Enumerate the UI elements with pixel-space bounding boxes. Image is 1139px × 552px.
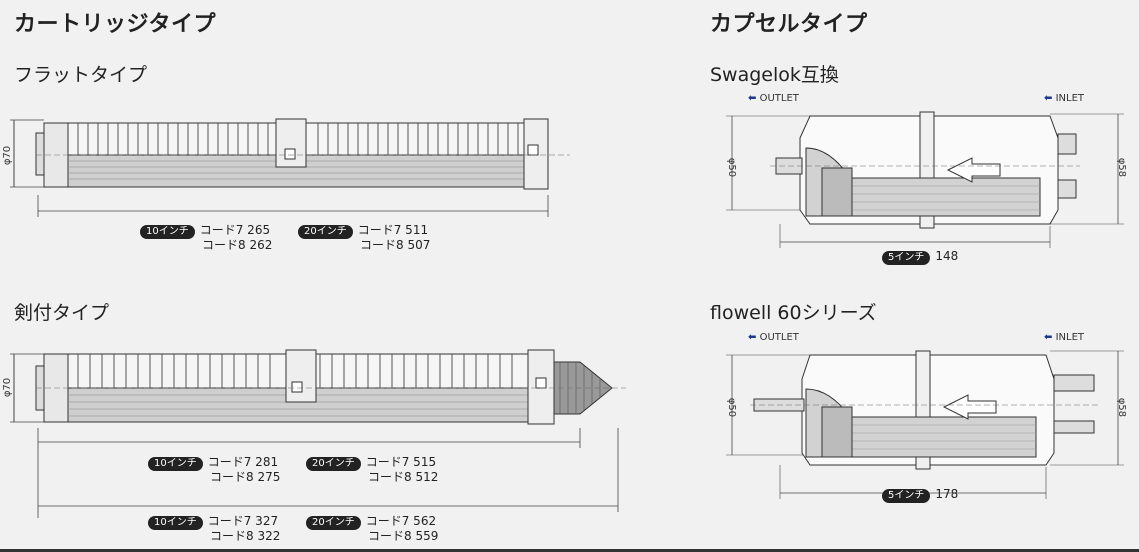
size-badge: 20インチ bbox=[306, 516, 361, 530]
sword-spec-b-20: 20インチコード7 562 コード8 559 bbox=[306, 515, 438, 543]
size-badge: 5インチ bbox=[882, 489, 931, 503]
flowell-length: 5インチ 178 bbox=[882, 488, 958, 503]
left-arrow-icon: ⬅ bbox=[748, 93, 757, 104]
code-value: コード7 511 bbox=[357, 223, 429, 237]
code-value: コード8 507 bbox=[360, 238, 431, 252]
sword-spec-b-10: 10インチコード7 327 コード8 322 bbox=[148, 515, 280, 543]
code-value: コード7 515 bbox=[365, 455, 437, 469]
swagelok-inlet-label: ⬅ INLET bbox=[1044, 93, 1085, 104]
code-value: コード7 562 bbox=[365, 514, 437, 528]
code-value: コード7 265 bbox=[199, 223, 271, 237]
size-badge: 10インチ bbox=[148, 457, 203, 471]
left-arrow-icon: ⬅ bbox=[1044, 332, 1053, 343]
length-value: 148 bbox=[935, 249, 959, 263]
swagelok-outlet-label: ⬅ OUTLET bbox=[748, 93, 799, 104]
left-arrow-icon: ⬅ bbox=[748, 332, 757, 343]
sword-diameter-label: φ70 bbox=[2, 377, 14, 398]
sword-spec-a-20: 20インチコード7 515 コード8 512 bbox=[306, 456, 438, 484]
bottom-rule bbox=[0, 549, 1139, 552]
size-badge: 20インチ bbox=[298, 225, 353, 239]
code-value: コード8 559 bbox=[368, 529, 439, 543]
left-arrow-icon: ⬅ bbox=[1044, 93, 1053, 104]
code-value: コード7 281 bbox=[207, 455, 279, 469]
swagelok-dia-right: φ58 bbox=[1116, 157, 1128, 178]
flat-cartridge-drawing bbox=[10, 118, 570, 217]
swagelok-capsule-drawing bbox=[726, 111, 1124, 248]
flowell-dia-left: φ50 bbox=[726, 397, 738, 418]
code-value: コード8 322 bbox=[210, 529, 281, 543]
code-value: コード8 512 bbox=[368, 470, 439, 484]
sword-type-title: 剣付タイプ bbox=[14, 302, 110, 324]
flat-spec-10: 10インチコード7 265 コード8 262 bbox=[140, 224, 272, 252]
code-value: コード7 327 bbox=[207, 514, 279, 528]
capsule-type-heading: カプセルタイプ bbox=[710, 12, 868, 37]
size-badge: 10インチ bbox=[140, 225, 195, 239]
cartridge-type-heading: カートリッジタイプ bbox=[14, 12, 217, 37]
size-badge: 20インチ bbox=[306, 457, 361, 471]
flat-diameter-label: φ70 bbox=[2, 145, 14, 166]
code-value: コード8 262 bbox=[202, 238, 273, 252]
sword-spec-a-10: 10インチコード7 281 コード8 275 bbox=[148, 456, 280, 484]
flowell-inlet-label: ⬅ INLET bbox=[1044, 332, 1085, 343]
swagelok-length: 5インチ 148 bbox=[882, 250, 958, 265]
swagelok-dia-left: φ50 bbox=[726, 157, 738, 178]
size-badge: 10インチ bbox=[148, 516, 203, 530]
size-badge: 5インチ bbox=[882, 251, 931, 265]
swagelok-title: Swagelok互換 bbox=[710, 64, 839, 86]
flat-type-title: フラットタイプ bbox=[14, 64, 148, 86]
flowell-dia-right: φ58 bbox=[1116, 397, 1128, 418]
flat-spec-20: 20インチコード7 511 コード8 507 bbox=[298, 224, 430, 252]
flowell-capsule-drawing bbox=[726, 350, 1124, 499]
length-value: 178 bbox=[935, 487, 959, 501]
code-value: コード8 275 bbox=[210, 470, 281, 484]
flowell-title: flowell 60シリーズ bbox=[710, 302, 877, 324]
flowell-outlet-label: ⬅ OUTLET bbox=[748, 332, 799, 343]
sword-cartridge-drawing bbox=[10, 349, 626, 518]
